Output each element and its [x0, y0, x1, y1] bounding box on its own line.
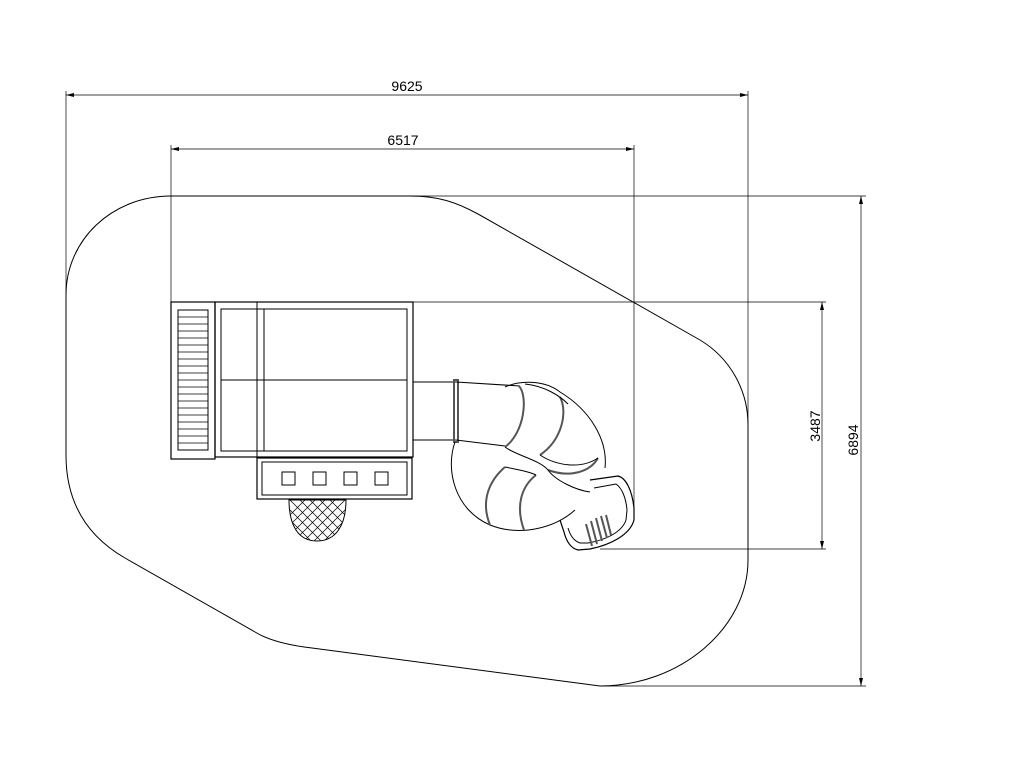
tube-slide — [413, 379, 635, 551]
dimension-label-structure-depth: 3487 — [807, 410, 823, 441]
activity-panel — [256, 457, 413, 500]
dimension-structure-width: 6517 — [170, 132, 635, 520]
climbing-wall — [170, 301, 216, 460]
dimension-label-structure-width: 6517 — [387, 132, 418, 148]
climbing-net — [288, 499, 347, 542]
dimension-label-overall-depth: 6894 — [845, 424, 861, 455]
platform-tower — [214, 301, 414, 458]
dimension-overall-depth: 6894 — [171, 195, 866, 687]
dimension-overall-width: 9625 — [65, 78, 749, 425]
dimension-label-overall-width: 9625 — [391, 78, 422, 94]
dimension-structure-depth: 3487 — [171, 301, 826, 550]
